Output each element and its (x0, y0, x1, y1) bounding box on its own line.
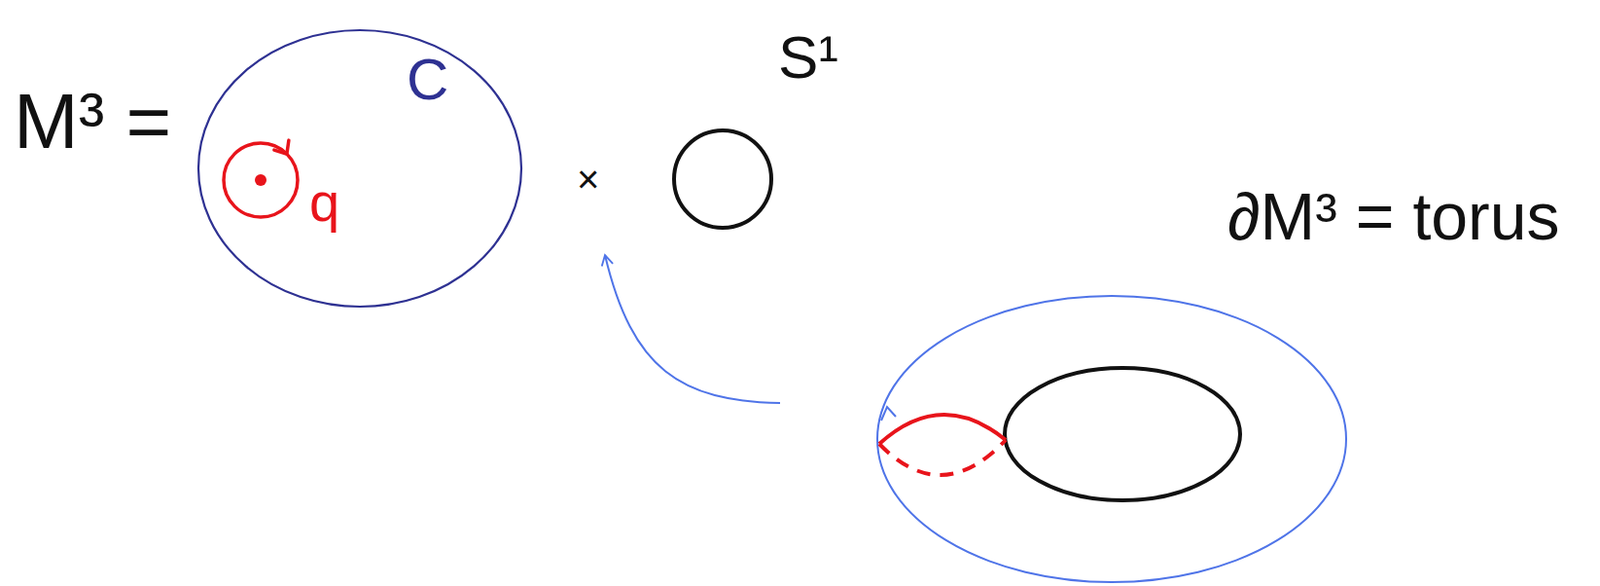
node-outline (196, 28, 524, 309)
circle-factor: S¹ (672, 128, 774, 230)
orientation-arrowhead (881, 406, 896, 421)
product-symbol: × (576, 159, 600, 199)
pointer-arrow (604, 254, 781, 403)
surface-region: qC (196, 28, 524, 309)
loop-circle: q (221, 141, 300, 219)
node-outline (672, 128, 774, 230)
manifold-equation: M³ = (13, 82, 172, 161)
torus-outer (877, 295, 1347, 582)
circle-outline (674, 130, 772, 228)
node-outline (221, 141, 300, 219)
circle-label: S¹ (778, 27, 839, 88)
meridian-front (879, 414, 1006, 444)
meridian-back (879, 439, 1006, 475)
space-label: C (406, 50, 449, 109)
torus-hole (1004, 367, 1241, 500)
region-outline (198, 30, 522, 307)
boundary-equation: ∂M³ = torus (1227, 182, 1561, 249)
loop-arrowhead (274, 140, 289, 154)
puncture-dot (254, 174, 267, 186)
loop-label: q (309, 175, 340, 230)
